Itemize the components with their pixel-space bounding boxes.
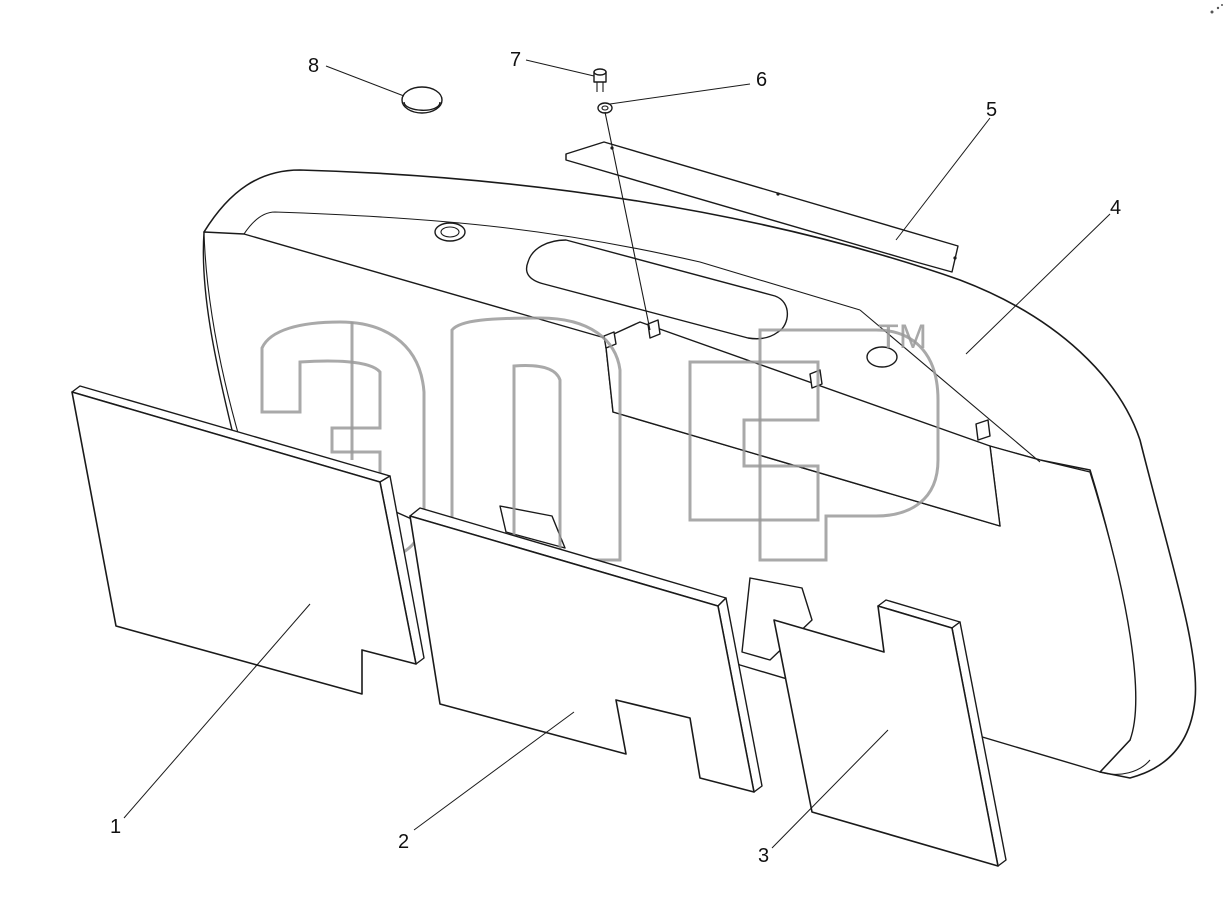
part-6-washer [597,102,613,114]
callout-7: 7 [510,49,521,71]
part-8-cap [401,86,443,114]
part-7-screw [593,68,607,92]
leader-4 [965,213,1111,355]
callout-4: 4 [1110,197,1121,219]
part-1-pad [71,385,425,695]
callout-8: 8 [308,55,319,77]
callout-5: 5 [986,99,997,121]
leader-3 [771,729,889,849]
part-2-pad [409,507,763,793]
housing-hole-left [434,222,466,242]
leader-lines [123,59,1111,849]
fastener-axis-line [604,111,651,331]
leader-2 [413,711,575,831]
callout-3: 3 [758,845,769,867]
housing-slot [525,239,789,340]
corner-mark [1210,4,1223,14]
callout-6: 6 [756,69,767,91]
watermark-trademark: TM [878,318,927,356]
callout-1: 1 [110,816,121,838]
leader-7 [525,59,595,77]
housing-clip-plate [604,321,1001,527]
part-3-pad [773,599,1007,867]
leader-8 [325,65,405,97]
leader-6 [609,83,751,105]
callout-2: 2 [398,831,409,853]
leader-5 [895,117,991,241]
housing-plug-right [866,346,898,368]
callout-labels: 1 2 3 4 5 6 7 8 [110,49,1121,867]
leader-1 [123,603,311,819]
